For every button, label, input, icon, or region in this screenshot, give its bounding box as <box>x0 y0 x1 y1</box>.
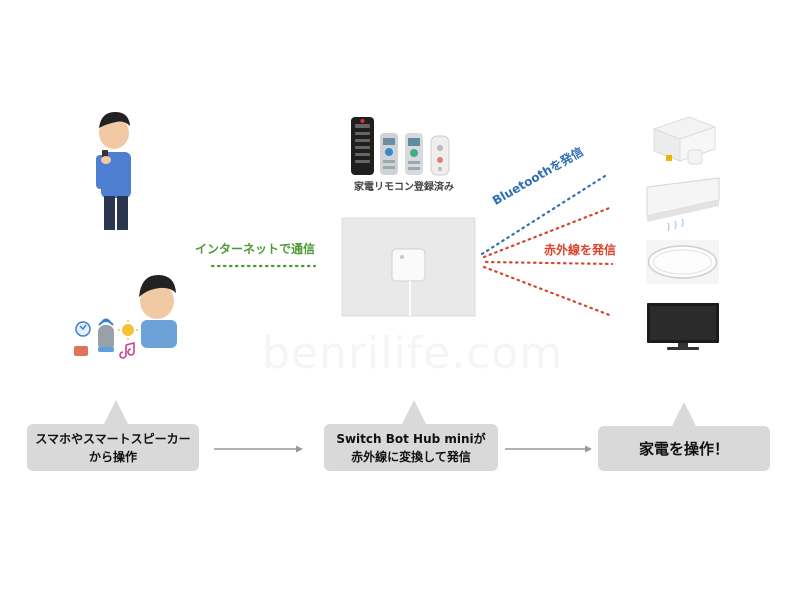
air-conditioner-illustration <box>646 177 720 232</box>
person-with-phone-illustration <box>96 112 131 230</box>
remote-controls-illustration <box>351 117 450 176</box>
callout-smartphone-line1: スマホやスマートスピーカー <box>35 431 191 446</box>
watermark: benrilife.com <box>262 328 563 379</box>
callout-appliances-line1: 家電を操作！ <box>638 439 729 458</box>
smart-plug-device <box>652 116 717 165</box>
bluetooth-signal-lines <box>480 174 607 256</box>
flow-arrows <box>214 445 592 453</box>
infrared-signal-lines <box>482 205 614 318</box>
person-with-speaker-illustration <box>74 275 177 359</box>
hub-mini-photo <box>341 217 476 317</box>
internet-label: インターネットで通信 <box>195 242 316 256</box>
callout-smartphone: スマホやスマートスピーカー から操作 <box>27 424 199 471</box>
callout-hub-line1: Switch Bot Hub miniが <box>336 431 486 446</box>
infrared-label: 赤外線を発信 <box>544 243 617 257</box>
ceiling-light-illustration <box>646 240 719 284</box>
callout-appliances: 家電を操作！ <box>598 426 770 471</box>
callout-smartphone-line2: から操作 <box>88 449 137 464</box>
callout-hub: Switch Bot Hub miniが 赤外線に変換して発信 <box>324 424 498 471</box>
television-illustration <box>647 303 719 350</box>
registered-remotes-label: 家電リモコン登録済み <box>354 182 454 193</box>
callout-hub-line2: 赤外線に変換して発信 <box>351 449 471 464</box>
callout-pointers <box>104 400 697 428</box>
